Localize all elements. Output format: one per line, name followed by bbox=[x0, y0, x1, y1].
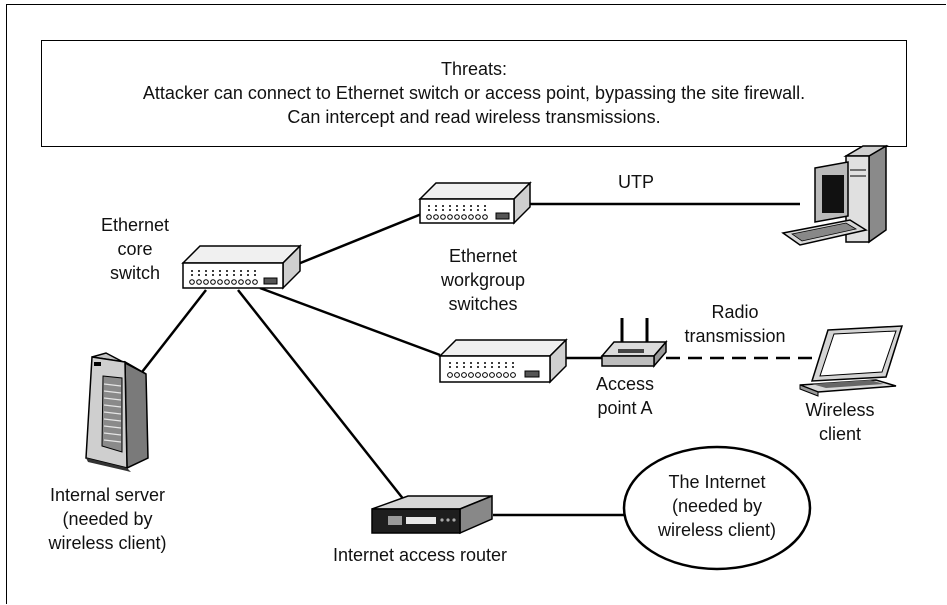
desktop-computer-icon bbox=[781, 144, 889, 246]
threats-line-1: Attacker can connect to Ethernet switch … bbox=[142, 83, 806, 103]
workgroup-label-line2: workgroup bbox=[440, 270, 526, 290]
core-switch-icon bbox=[181, 244, 302, 290]
wireless-client-label-line2: client bbox=[818, 424, 862, 444]
radio-transmission-label: Radio transmission bbox=[670, 300, 800, 348]
internet-label: The Internet (needed by wireless client) bbox=[647, 470, 787, 542]
workgroup-switch-top-icon bbox=[418, 181, 532, 225]
workgroup-switch-bottom-icon bbox=[438, 338, 568, 384]
link-core-to-router bbox=[237, 289, 409, 506]
internet-label-line3: wireless client) bbox=[657, 520, 777, 540]
core-switch-label-line2: core bbox=[117, 239, 153, 259]
internal-server-label-line2: (needed by bbox=[62, 509, 153, 529]
threats-box: Threats: Attacker can connect to Etherne… bbox=[41, 40, 907, 147]
internal-server-label-line1: Internal server bbox=[49, 485, 166, 505]
internal-server-label-line3: wireless client) bbox=[48, 533, 167, 553]
access-point-label-line1: Access bbox=[595, 374, 655, 394]
link-core-to-workgroup-top bbox=[287, 211, 425, 270]
threats-line-2: Can intercept and read wireless transmis… bbox=[287, 107, 661, 127]
access-point-label: Access point A bbox=[580, 372, 670, 420]
access-point-label-line2: point A bbox=[597, 398, 653, 418]
threats-title: Threats: bbox=[440, 59, 508, 79]
core-switch-label-line3: switch bbox=[109, 263, 160, 283]
workgroup-switches-label: Ethernet workgroup switches bbox=[423, 244, 543, 316]
access-point-icon bbox=[600, 318, 668, 369]
internal-server-icon bbox=[85, 352, 149, 472]
radio-label-line1: Radio bbox=[711, 302, 759, 322]
workgroup-label-line3: switches bbox=[448, 294, 518, 314]
laptop-icon bbox=[799, 325, 904, 397]
utp-label: UTP bbox=[618, 172, 654, 192]
wireless-client-label: Wireless client bbox=[795, 398, 885, 446]
diagram-frame bbox=[6, 4, 946, 604]
core-switch-label: Ethernet core switch bbox=[90, 213, 180, 285]
internal-server-label: Internal server (needed by wireless clie… bbox=[20, 483, 195, 555]
internet-label-line2: (needed by bbox=[671, 496, 763, 516]
router-label: Internet access router bbox=[332, 545, 508, 565]
wireless-client-label-line1: Wireless bbox=[805, 400, 875, 420]
internet-cloud bbox=[622, 445, 812, 571]
link-core-to-workgroup-bottom bbox=[259, 286, 441, 357]
core-switch-label-line1: Ethernet bbox=[100, 215, 170, 235]
router-icon bbox=[371, 494, 493, 535]
workgroup-label-line1: Ethernet bbox=[448, 246, 518, 266]
radio-label-line2: transmission bbox=[684, 326, 786, 346]
internet-label-line1: The Internet bbox=[668, 472, 766, 492]
